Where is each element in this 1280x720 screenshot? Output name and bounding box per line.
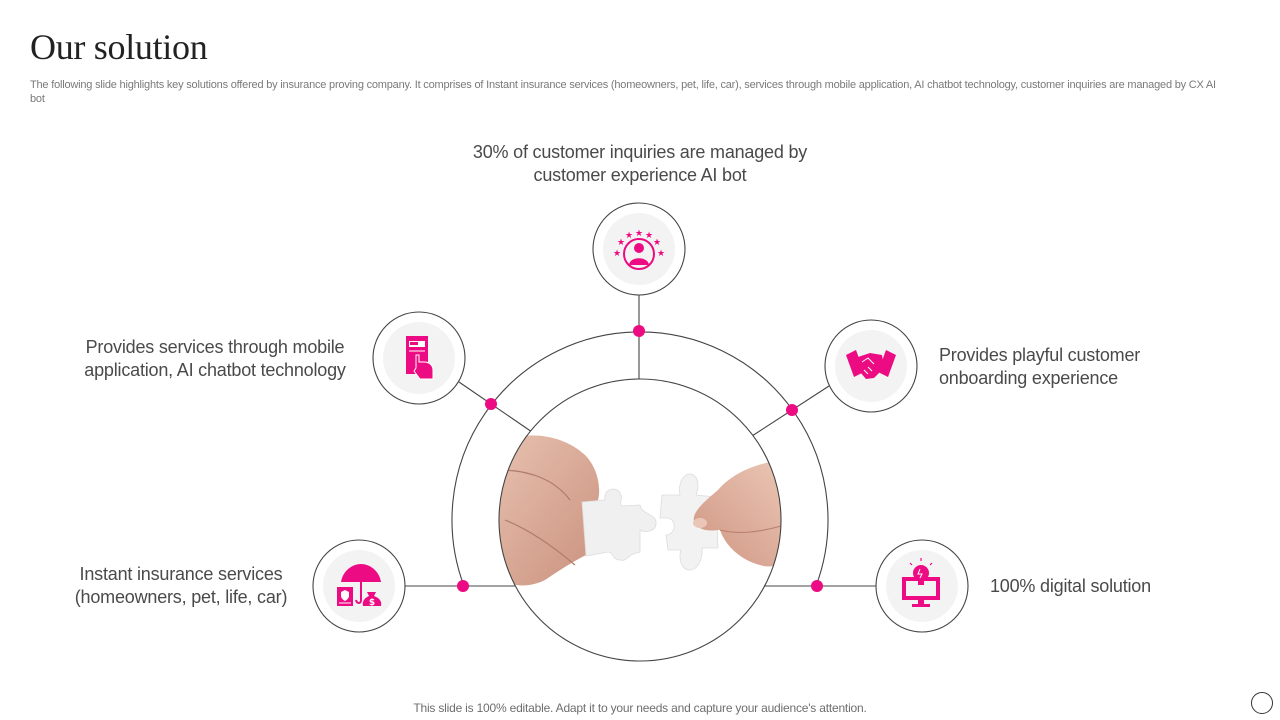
label-line: Provides playful customer xyxy=(939,345,1141,365)
svg-text:★: ★ xyxy=(645,231,653,241)
node-top: ★ ★ ★ ★ ★ ★ ★ xyxy=(592,202,686,296)
slide-nav-button[interactable] xyxy=(1251,692,1273,714)
slide-title: Our solution xyxy=(30,27,208,67)
svg-text:★: ★ xyxy=(653,238,661,248)
accent-dots xyxy=(457,325,823,592)
label-line: Instant insurance services xyxy=(79,564,283,584)
label-line: (homeowners, pet, life, car) xyxy=(74,587,288,607)
svg-text:$: $ xyxy=(369,598,375,608)
label-line: 100% digital solution xyxy=(990,576,1151,596)
solution-label-lower-left: Instant insurance services (homeowners, … xyxy=(45,563,317,609)
insurance-umbrella-icon: $ xyxy=(337,564,382,608)
handshake-icon xyxy=(846,350,896,379)
label-line: application, AI chatbot technology xyxy=(84,360,346,380)
slide-subtitle: The following slide highlights key solut… xyxy=(30,79,1216,105)
node-lower-right xyxy=(875,539,969,633)
node-upper-right xyxy=(824,319,918,413)
center-puzzle-image xyxy=(499,379,781,661)
label-line: 30% of customer inquiries are managed by xyxy=(472,142,808,162)
customer-rating-icon: ★ ★ ★ ★ ★ ★ ★ xyxy=(613,229,665,270)
node-upper-left xyxy=(372,311,466,405)
inner-circle-outline xyxy=(498,378,782,662)
solution-label-lower-right: 100% digital solution xyxy=(990,575,1250,598)
slide-footer-note: This slide is 100% editable. Adapt it to… xyxy=(413,701,867,715)
solution-label-upper-right: Provides playful customer onboarding exp… xyxy=(939,344,1219,390)
digital-idea-monitor-icon xyxy=(902,558,940,607)
svg-text:★: ★ xyxy=(613,249,621,259)
mobile-tap-icon xyxy=(406,336,434,380)
svg-text:★: ★ xyxy=(635,229,643,239)
node-lower-left: $ xyxy=(312,539,406,633)
label-line: customer experience AI bot xyxy=(533,165,747,185)
solution-label-top: 30% of customer inquiries are managed by… xyxy=(440,141,840,187)
label-line: Provides services through mobile xyxy=(85,337,345,357)
solution-label-upper-left: Provides services through mobile applica… xyxy=(55,336,375,382)
svg-text:★: ★ xyxy=(657,249,665,259)
svg-text:★: ★ xyxy=(625,231,633,241)
label-line: onboarding experience xyxy=(939,368,1118,388)
svg-text:★: ★ xyxy=(617,238,625,248)
